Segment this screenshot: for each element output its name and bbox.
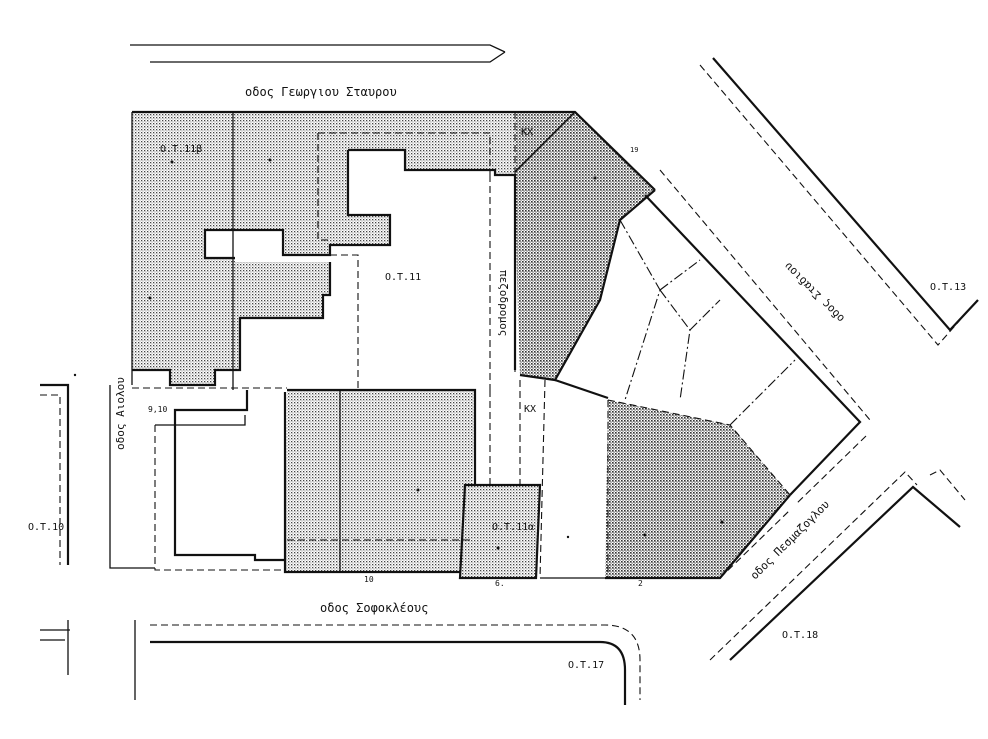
block-label-ot10: Ο.Τ.10 [28,522,64,533]
stadiou-street-lines [699,57,979,346]
block-label-ot11: Ο.Τ.11 [385,272,421,283]
street-label-aiolou: οδος Αιολου [114,377,127,450]
street-arrow-top [130,44,506,63]
dimension-2: 2 [638,579,643,588]
survey-points [73,158,724,550]
parcel-ot11a [460,485,540,578]
dimension-6: 6. [495,579,505,588]
dimension-19: 19 [630,146,638,154]
parcel-northeast [515,112,655,380]
dimension-910: 9,10 [148,405,167,414]
block-label-ot11a: Ο.Τ.11α [492,522,534,533]
block-outlines [131,110,871,580]
sofokleous-south-lines [40,620,641,705]
kx-marker-mid: ΚΧ [524,404,536,415]
street-label-sofokleous: οδος Σοφοκλέους [320,601,428,615]
block-label-ot17: Ο.Τ.17 [568,660,604,671]
kx-marker-top: ΚΧ [521,127,533,138]
aiolou-west-lines [40,383,155,569]
parcel-southeast [605,400,790,578]
block-label-ot13: Ο.Τ.13 [930,282,966,293]
parcel-ot11b [132,112,515,385]
street-label-georgiou-stavrou: οδος Γεωργιου Σταυρου [245,85,397,99]
block-label-ot11b: Ο.Τ.11β [160,144,202,155]
street-label-stadiou: οδος Σταδιου [781,259,847,325]
pesmazoglou-street-lines [709,469,966,661]
dimension-10: 10 [364,575,374,584]
block-label-ot18: Ο.Τ.18 [782,630,818,641]
parcel-south-middle [285,390,475,572]
shaded-parcels [132,112,790,578]
street-label-pedestrian: πεζοδρομος [497,270,510,336]
